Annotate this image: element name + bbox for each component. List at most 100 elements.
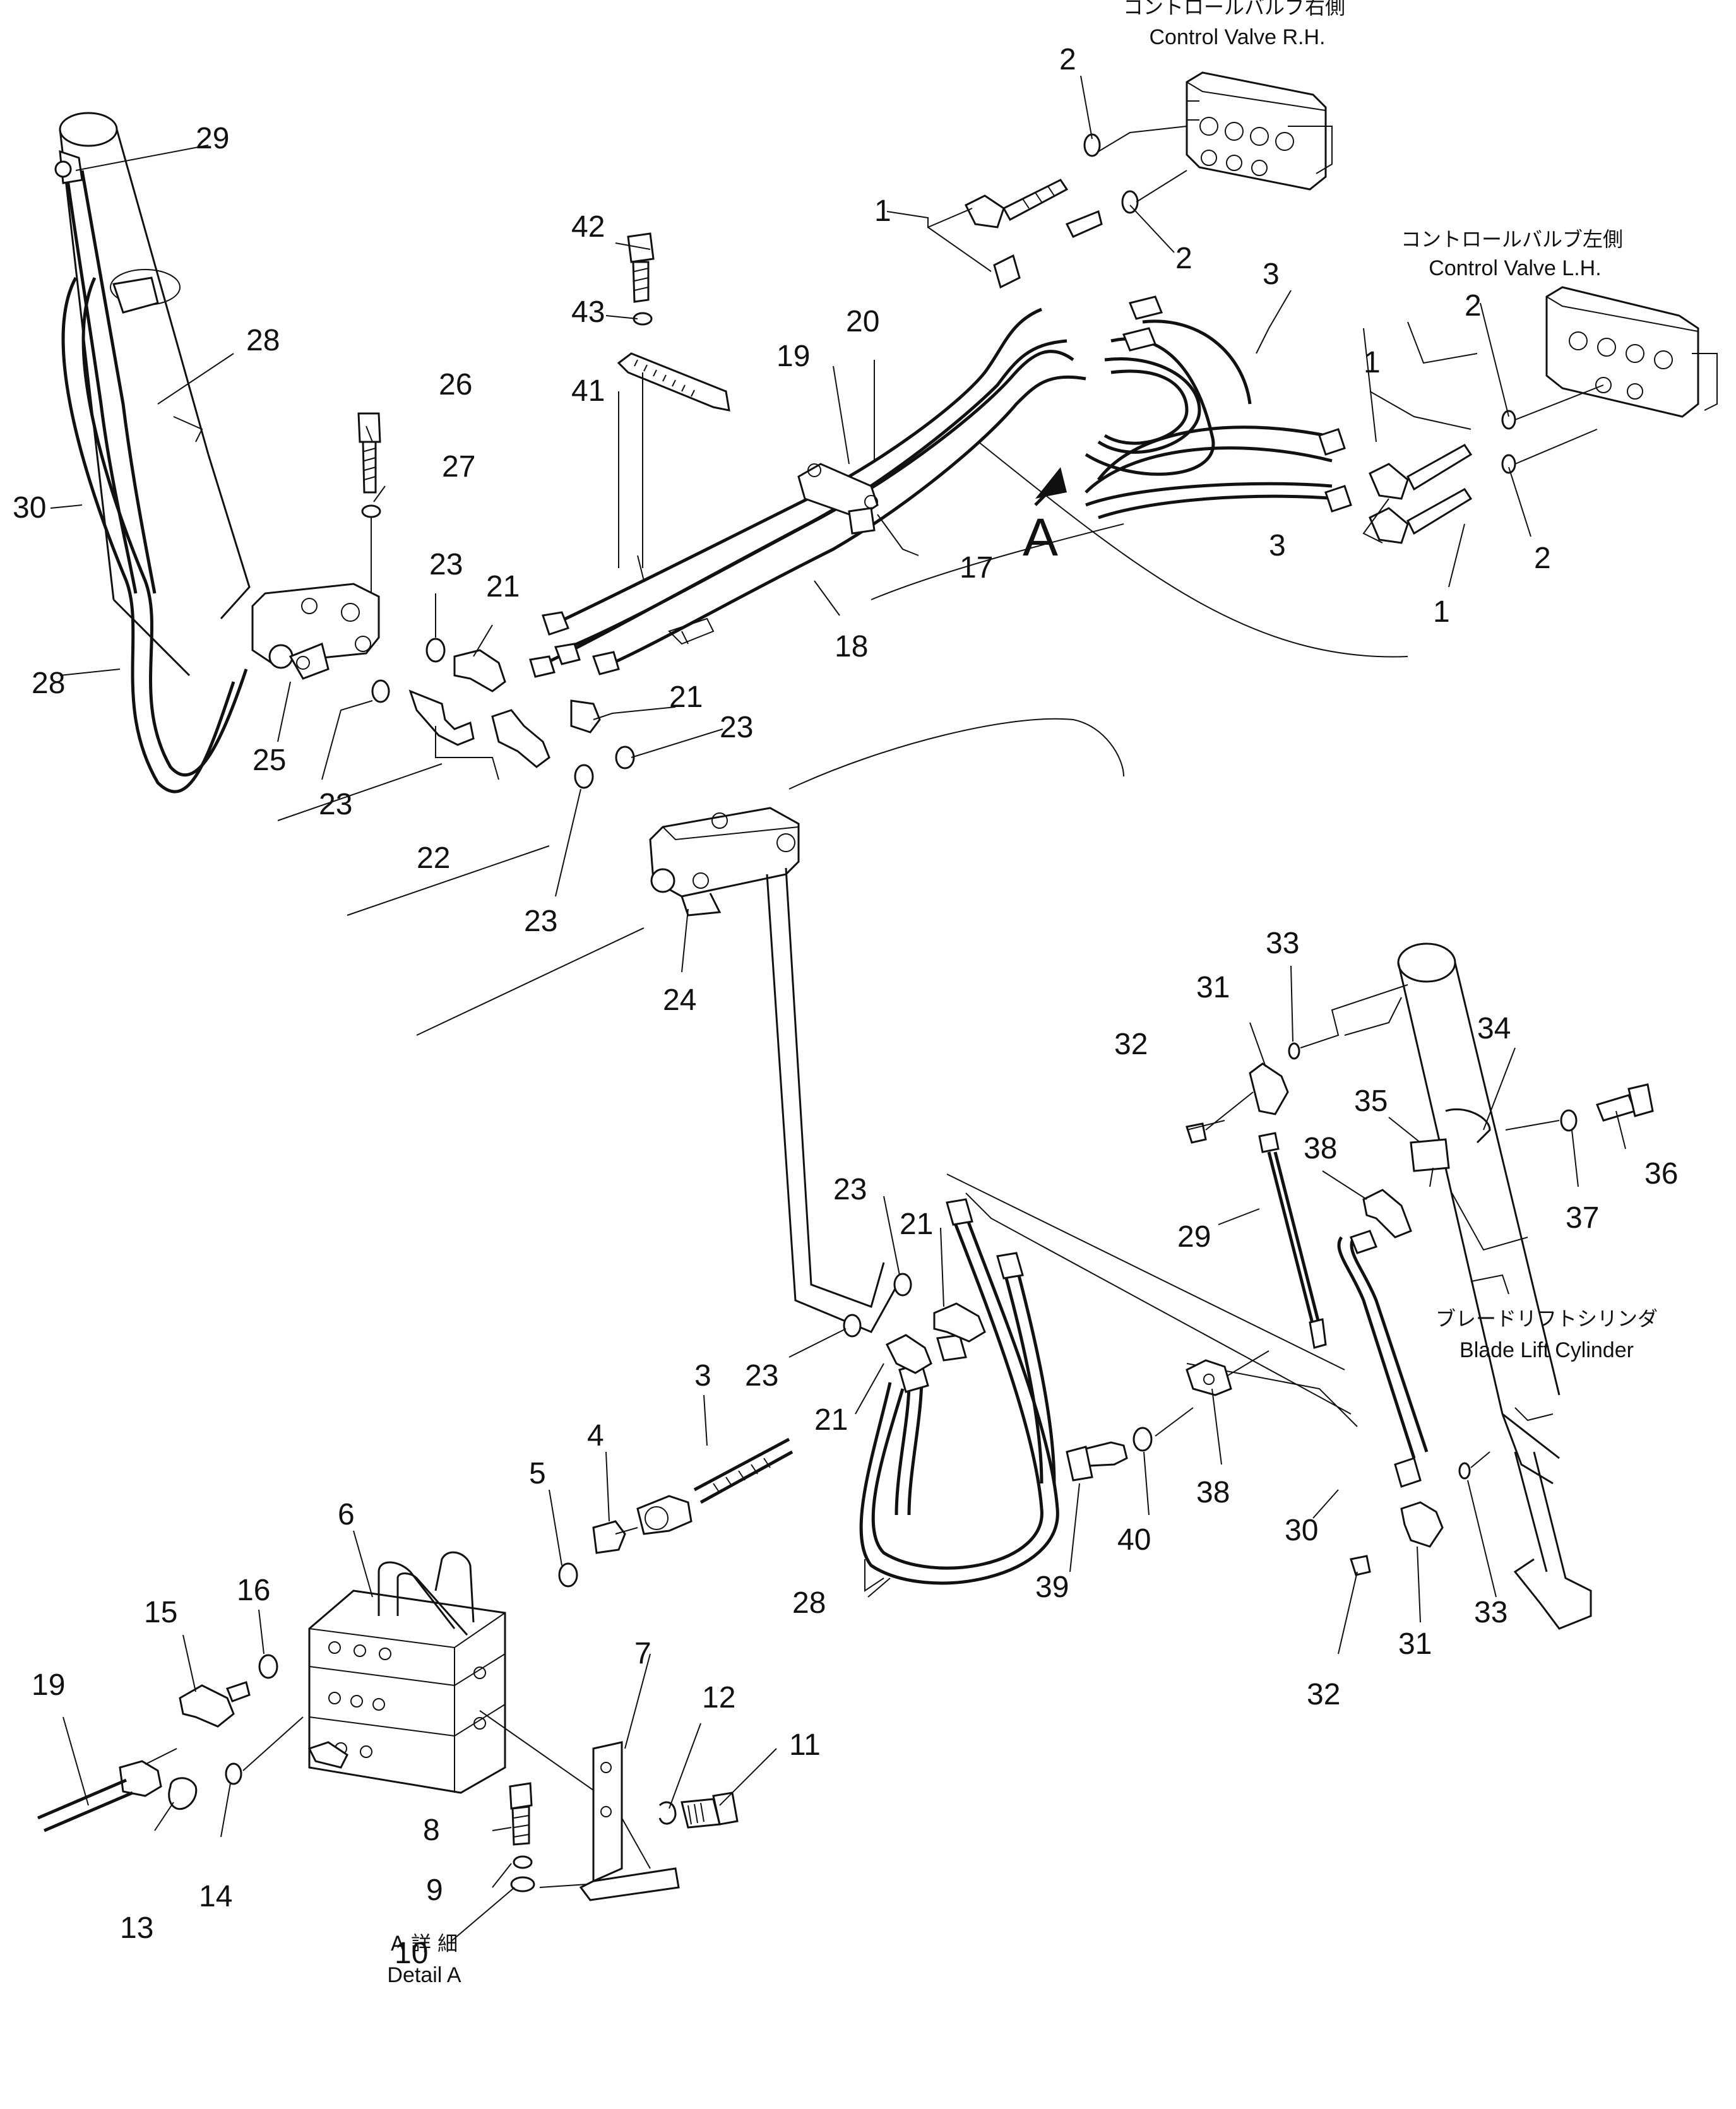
detail-a-caption: Detail A xyxy=(387,1963,461,1987)
main-pipe-bundle xyxy=(529,307,1086,678)
callout-38: 38 xyxy=(1304,1132,1337,1165)
callout-24: 24 xyxy=(663,983,696,1017)
view-a-label: A xyxy=(1023,508,1058,567)
callout-32: 32 xyxy=(1114,1028,1148,1061)
callout-31: 31 xyxy=(1196,971,1230,1004)
callout-29: 29 xyxy=(196,122,229,155)
callout-23: 23 xyxy=(720,711,753,744)
blade-lift-cylinder xyxy=(1344,942,1592,1630)
cylinder-clamp-assembly xyxy=(1258,1083,1654,1488)
callout-43: 43 xyxy=(571,295,605,329)
callout-38: 38 xyxy=(1196,1476,1230,1509)
callout-30: 30 xyxy=(13,491,46,525)
callout-1: 1 xyxy=(1364,346,1381,379)
callout-5: 5 xyxy=(529,1457,546,1490)
callout-1: 1 xyxy=(1433,595,1450,629)
callout-23: 23 xyxy=(429,548,463,581)
callout-17: 17 xyxy=(960,551,993,585)
callout-21: 21 xyxy=(900,1208,933,1241)
callout-1: 1 xyxy=(874,194,891,228)
callout-28: 28 xyxy=(792,1586,826,1620)
bracket-7-assembly xyxy=(509,1741,739,1901)
callout-18: 18 xyxy=(835,630,868,663)
callout-35: 35 xyxy=(1354,1084,1388,1118)
callout-3: 3 xyxy=(1269,529,1286,562)
hose-3-lower xyxy=(558,1437,794,1588)
callout-20: 20 xyxy=(846,305,879,338)
callout-6: 6 xyxy=(338,1498,355,1531)
callout-10: 10 xyxy=(395,1937,428,1970)
callout-4: 4 xyxy=(587,1419,604,1453)
callout-42: 42 xyxy=(571,210,605,244)
callout-39: 39 xyxy=(1035,1571,1069,1604)
callout-33: 33 xyxy=(1474,1596,1507,1629)
bracket-38-assembly xyxy=(1066,1359,1232,1482)
callout-11: 11 xyxy=(789,1728,821,1762)
control-valve-rh xyxy=(1186,71,1333,191)
bolt-26 xyxy=(357,412,381,593)
callout-3: 3 xyxy=(694,1359,711,1393)
captions: コントロールバルブ右側 Control Valve R.H. コントロールバルブ… xyxy=(387,0,1658,1987)
valve-fittings xyxy=(964,126,1604,544)
valve-block-6 xyxy=(307,1551,607,1800)
left-lift-cylinder xyxy=(54,112,251,793)
callout-22: 22 xyxy=(417,841,450,875)
callout-33: 33 xyxy=(1266,927,1299,960)
callout-30: 30 xyxy=(1285,1514,1318,1547)
clamp-41-assembly xyxy=(617,232,730,568)
callout-41: 41 xyxy=(571,374,605,408)
view-a-arrow xyxy=(1034,467,1067,506)
control-valve-lh-caption: Control Valve L.H. xyxy=(1429,256,1601,280)
center-junction-block xyxy=(649,807,904,1333)
detail-a-caption-jp: A 詳 細 xyxy=(391,1932,458,1956)
callout-21: 21 xyxy=(669,680,703,714)
callout-19: 19 xyxy=(776,340,810,373)
detail-a-left-fittings xyxy=(37,1654,304,1833)
callout-34: 34 xyxy=(1477,1012,1511,1045)
callout-3: 3 xyxy=(1263,258,1280,291)
center-hoses xyxy=(843,1198,1059,1592)
callout-36: 36 xyxy=(1644,1157,1678,1191)
callout-28: 28 xyxy=(246,324,280,357)
control-valve-rh-caption: Control Valve R.H. xyxy=(1149,25,1325,49)
callout-16: 16 xyxy=(237,1574,270,1607)
callout-40: 40 xyxy=(1117,1523,1151,1557)
callout-23: 23 xyxy=(745,1359,778,1393)
top-hoses xyxy=(871,295,1408,658)
callout-28: 28 xyxy=(32,667,65,700)
callout-25: 25 xyxy=(253,744,286,777)
leader-lines xyxy=(50,75,1626,1942)
left-junction-block xyxy=(251,583,380,680)
callout-26: 26 xyxy=(439,368,472,401)
callout-37: 37 xyxy=(1566,1201,1599,1235)
callout-23: 23 xyxy=(833,1173,867,1206)
callout-14: 14 xyxy=(199,1880,232,1913)
callout-8: 8 xyxy=(423,1814,440,1847)
chassis-outline xyxy=(277,718,1358,1427)
callout-15: 15 xyxy=(144,1596,177,1629)
callout-2: 2 xyxy=(1059,43,1076,76)
lower-cylinder-fittings xyxy=(1350,1451,1490,1576)
callout-23: 23 xyxy=(319,788,352,821)
callout-21: 21 xyxy=(814,1403,848,1437)
callout-13: 13 xyxy=(120,1911,153,1945)
blade-lift-cylinder-caption-jp: ブレードリフトシリンダ xyxy=(1436,1307,1658,1331)
callout-2: 2 xyxy=(1534,542,1551,575)
callout-31: 31 xyxy=(1398,1627,1432,1661)
callout-19: 19 xyxy=(32,1668,65,1702)
callout-32: 32 xyxy=(1307,1678,1340,1711)
control-valve-lh-caption-jp: コントロールバルブ左側 xyxy=(1401,227,1623,251)
upper-cylinder-fittings xyxy=(1186,984,1408,1144)
callout-29: 29 xyxy=(1177,1220,1211,1254)
part-number-labels: 2 1 2 3 2 1 3 2 1 20 19 17 18 42 43 41 2… xyxy=(13,43,1678,1970)
callout-2: 2 xyxy=(1175,242,1192,275)
control-valve-rh-caption-jp: コントロールバルブ右側 xyxy=(1123,0,1345,19)
left-fittings xyxy=(371,638,635,789)
callout-9: 9 xyxy=(426,1874,443,1907)
callout-7: 7 xyxy=(634,1637,651,1670)
control-valve-lh xyxy=(1545,286,1718,418)
callout-12: 12 xyxy=(702,1681,735,1714)
callout-21: 21 xyxy=(486,570,520,603)
callout-23: 23 xyxy=(524,905,557,938)
